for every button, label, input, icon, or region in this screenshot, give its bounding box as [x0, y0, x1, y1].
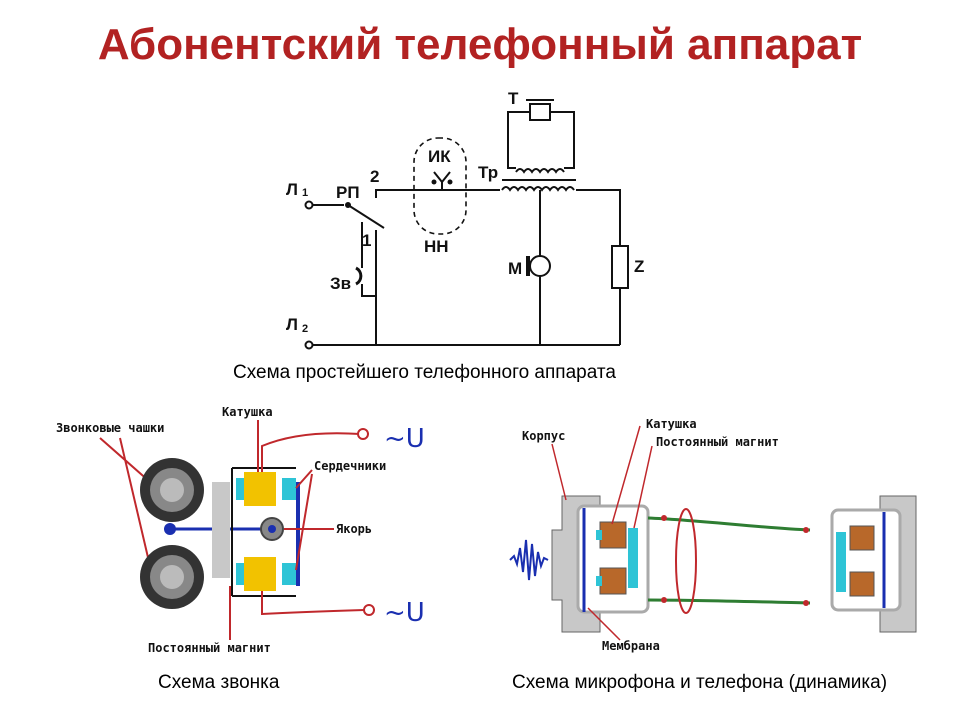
label-z: Z — [634, 257, 644, 276]
dialer-enclosure — [413, 137, 467, 235]
mic-core-top — [596, 530, 602, 540]
wire-node-1 — [661, 515, 667, 521]
supply-wire-top — [261, 432, 361, 472]
speaker-magnet — [836, 532, 846, 592]
label-mic-membrane: Мембрана — [602, 639, 660, 653]
label-l2: Л — [286, 315, 298, 334]
label-mic-coil: Катушка — [646, 417, 697, 431]
label-t: Т — [508, 89, 519, 108]
label-bell-cups: Звонковые чашки — [56, 421, 164, 435]
hook-switch-blade — [347, 204, 385, 229]
armature-pivot — [268, 525, 276, 533]
coil-pointer-mic — [611, 425, 641, 525]
mic-core-bottom — [596, 576, 602, 586]
label-l1-sub: 1 — [302, 187, 308, 199]
dialer-node-right — [447, 179, 453, 185]
label-bell-coil: Катушка — [222, 405, 273, 419]
body-pointer — [551, 443, 567, 501]
label-ik: ИК — [428, 147, 451, 166]
mic-magnet — [628, 528, 638, 588]
supply-wire-bottom — [261, 591, 365, 616]
line-terminal-l1 — [304, 200, 314, 210]
circuit-caption: Схема простейшего телефонного аппарата — [233, 362, 616, 383]
bell-caption: Схема звонка — [158, 672, 280, 693]
mic-caption: Схема микрофона и телефона (динамика) — [512, 672, 888, 693]
permanent-magnet-bar — [212, 482, 230, 578]
dialer-node-left — [431, 179, 437, 185]
receiver-capsule — [529, 103, 551, 121]
page-title: Абонентский телефонный аппарат — [97, 20, 863, 69]
ringer-icon — [355, 266, 363, 286]
wire-contact-2 — [375, 189, 500, 198]
label-switch-2: 2 — [370, 167, 379, 186]
label-l2-sub: 2 — [302, 323, 308, 335]
bell-cup-top-center — [160, 478, 184, 502]
core-bottom-left — [236, 563, 244, 585]
wire-green-top — [647, 516, 811, 532]
ac-label-top: ~U — [384, 424, 425, 454]
sound-wave-icon — [509, 539, 549, 581]
mic-coil-bottom — [599, 567, 627, 595]
label-nn: НН — [424, 237, 449, 256]
speaker-coil-bottom — [849, 571, 875, 597]
wire-right-top — [576, 189, 621, 246]
wire-green-bottom — [647, 598, 811, 605]
core-top-right — [282, 478, 296, 500]
wire-node-4 — [803, 600, 809, 606]
core-bottom-right — [282, 563, 296, 585]
core-top-left — [236, 478, 244, 500]
speaker-coil-top — [849, 525, 875, 551]
label-switch-1: 1 — [362, 231, 371, 250]
label-mic-magnet: Постоянный магнит — [656, 435, 779, 449]
label-rp: РП — [336, 183, 360, 202]
label-l1: Л — [286, 180, 298, 199]
dialer-contacts — [433, 171, 451, 190]
cups-pointer — [99, 437, 151, 567]
membrane-pointer — [587, 607, 621, 641]
wire-node-3 — [803, 527, 809, 533]
label-mic-body: Корпус — [522, 429, 565, 443]
label-bell-cores: Сердечники — [314, 459, 386, 473]
ac-terminal-bottom — [363, 604, 375, 616]
bell-coil-top — [244, 472, 276, 506]
magnet-pointer-mic — [633, 445, 653, 529]
bell-coil-bottom — [244, 557, 276, 591]
label-bell-magnet: Постоянный магнит — [148, 641, 271, 655]
cores-pointer — [295, 469, 313, 571]
label-tr: Тр — [478, 163, 498, 182]
ac-terminal-top — [357, 428, 369, 440]
line-terminal-l2 — [304, 340, 314, 350]
bell-frame — [231, 467, 296, 597]
wire-bundle-ring — [675, 508, 697, 614]
wire-node-2 — [661, 597, 667, 603]
transformer-secondary-coil — [515, 168, 565, 174]
label-zv: Зв — [330, 274, 351, 293]
label-m: М — [508, 259, 522, 278]
bell-cup-bottom-center — [160, 565, 184, 589]
ac-label-bottom: ~U — [384, 598, 425, 628]
mic-coil-top — [599, 521, 627, 549]
hammer-head — [164, 523, 176, 535]
label-bell-armature: Якорь — [336, 522, 372, 536]
transformer-primary-coil — [501, 186, 575, 192]
